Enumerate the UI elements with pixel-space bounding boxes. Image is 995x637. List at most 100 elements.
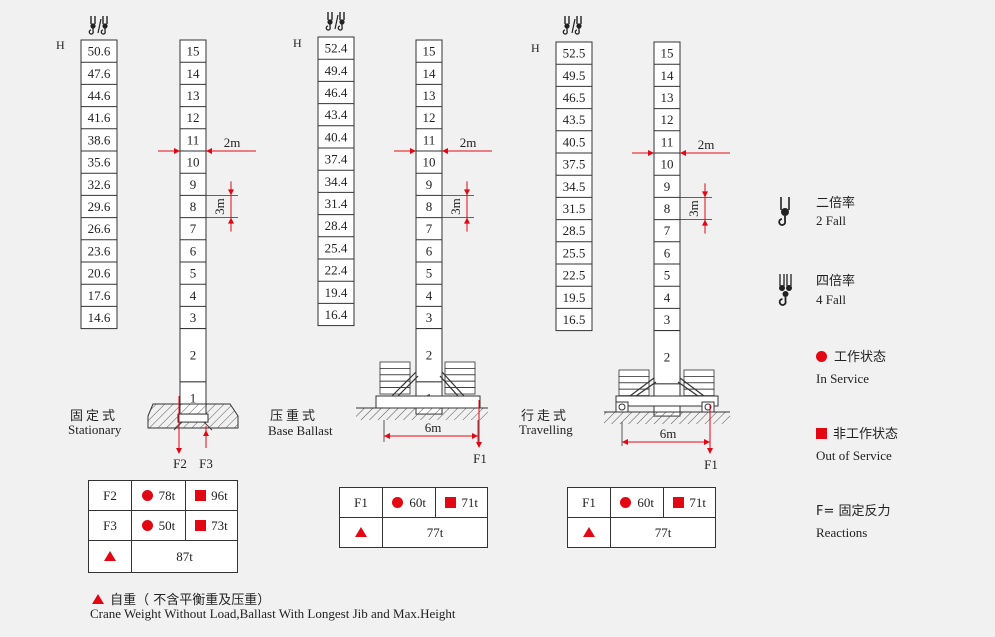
height-value: 19.5 — [563, 290, 586, 305]
height-value: 43.4 — [325, 107, 348, 122]
height-value: 49.5 — [563, 68, 586, 83]
table-cell-in-service: 60t — [609, 487, 665, 518]
force-f1-label: F1 — [704, 457, 718, 472]
dim-arrow — [704, 439, 710, 445]
mast-section-label: 13 — [187, 88, 200, 103]
height-value: 52.5 — [563, 46, 586, 61]
height-value: 32.6 — [88, 177, 111, 192]
ballast-brace — [441, 371, 465, 397]
dim-arrow — [702, 219, 708, 226]
out-of-service-icon — [195, 519, 207, 531]
dim-3m-label: 3m — [448, 198, 463, 215]
two-fall-hook-icon — [778, 197, 790, 226]
mast-section-label: 2 — [664, 350, 671, 365]
mast-section-label: 2 — [190, 348, 197, 363]
dim-arrow — [648, 150, 654, 156]
force-f3-label: F3 — [199, 456, 213, 471]
dim-3m-label: 3m — [686, 200, 701, 217]
height-value: 28.5 — [563, 223, 586, 238]
dim-arrow — [680, 150, 686, 156]
ballast-block — [444, 361, 476, 369]
height-value: 34.4 — [325, 174, 348, 189]
ballast-brace — [439, 375, 459, 397]
legend-in-service: 工作状态 In Service — [816, 350, 887, 386]
travelling-brace — [679, 377, 705, 397]
height-value: 38.6 — [88, 132, 111, 147]
hook-pair-icon — [325, 12, 345, 31]
table-cell-weight-icon — [88, 540, 132, 573]
dim-6m-label: 6m — [660, 426, 677, 441]
height-label-travelling: H — [531, 41, 540, 55]
mast-section-label: 5 — [190, 266, 197, 281]
travelling-ballast-block — [618, 375, 650, 384]
travelling-wheel — [618, 403, 626, 411]
hook-pair-icon — [562, 16, 582, 35]
dim-2m-label: 2m — [224, 135, 241, 150]
height-value: 46.5 — [563, 90, 586, 105]
out-of-service-icon — [816, 428, 827, 439]
height-value: 44.6 — [88, 88, 111, 103]
table-cell-in-service: 50t — [131, 510, 186, 541]
mast-section-label: 10 — [187, 155, 200, 170]
table-cell-weight: 77t — [382, 517, 488, 548]
mast-section-label: 12 — [187, 110, 200, 125]
mast-section-label: 5 — [664, 268, 671, 283]
mast-section-label: 13 — [661, 90, 674, 105]
mast-section-label: 7 — [190, 221, 197, 236]
mast-section-label: 3 — [190, 310, 197, 325]
mast-section-label: 8 — [190, 199, 197, 214]
stationary-anchor — [203, 421, 213, 431]
mast-section-label: 15 — [661, 46, 674, 61]
out-of-service-icon — [673, 496, 685, 508]
table-cell-weight: 77t — [610, 517, 716, 548]
table-cell-out-of-service: 71t — [663, 487, 716, 518]
table-cell-out-of-service: 96t — [184, 480, 239, 511]
table-label: F2 — [88, 480, 132, 511]
mast-section-label: 14 — [187, 66, 201, 81]
reaction-table-stationary: F2 78t 96t F3 50t 73t 87t — [88, 480, 239, 573]
travelling-brace — [677, 381, 699, 397]
ballast-base-frame — [375, 395, 481, 409]
ballast-block — [379, 387, 411, 395]
mast-section-label: 2 — [426, 348, 433, 363]
table-cell-out-of-service: 71t — [435, 487, 488, 518]
stationary-base-plate — [177, 413, 209, 423]
height-value: 37.4 — [325, 152, 348, 167]
travelling-brace — [635, 381, 657, 397]
reaction-table-travelling: F1 60t 71t 77t — [567, 487, 716, 548]
dim-arrow — [384, 433, 390, 439]
height-value: 26.6 — [88, 221, 111, 236]
mast-section-label: 8 — [426, 199, 433, 214]
dim-arrow — [410, 148, 416, 154]
dim-arrow — [228, 217, 234, 224]
force-f1-arrow — [476, 442, 482, 448]
height-value: 37.5 — [563, 157, 586, 172]
height-value: 31.4 — [325, 196, 348, 211]
in-service-icon — [141, 489, 153, 501]
force-f2-arrow — [176, 448, 182, 454]
ballast-block — [379, 374, 411, 382]
in-service-icon — [816, 351, 827, 362]
height-value: 49.4 — [325, 63, 348, 78]
mast-section-2 — [653, 330, 681, 385]
dim-2m-label: 2m — [698, 137, 715, 152]
table-label: F3 — [88, 510, 132, 541]
force-f1-label: F1 — [473, 451, 487, 466]
mast-section-label: 10 — [661, 157, 674, 172]
travelling-height-column — [555, 41, 593, 332]
table-cell-in-service: 60t — [381, 487, 437, 518]
mast-section-label: 6 — [664, 245, 671, 260]
travelling-ballast-block — [618, 369, 650, 377]
mast-section-label: 7 — [426, 221, 433, 236]
mast-section-2 — [415, 328, 443, 383]
mast-section-label: 4 — [190, 288, 197, 303]
height-value: 52.4 — [325, 41, 348, 56]
dim-arrow — [622, 439, 628, 445]
height-value: 17.6 — [88, 288, 111, 303]
height-value: 23.6 — [88, 243, 111, 258]
four-fall-hook-icon — [778, 274, 792, 306]
dim-arrow — [442, 148, 448, 154]
height-value: 20.6 — [88, 266, 111, 281]
table-cell-weight-icon — [339, 517, 383, 548]
mast-section-label: 14 — [661, 68, 675, 83]
